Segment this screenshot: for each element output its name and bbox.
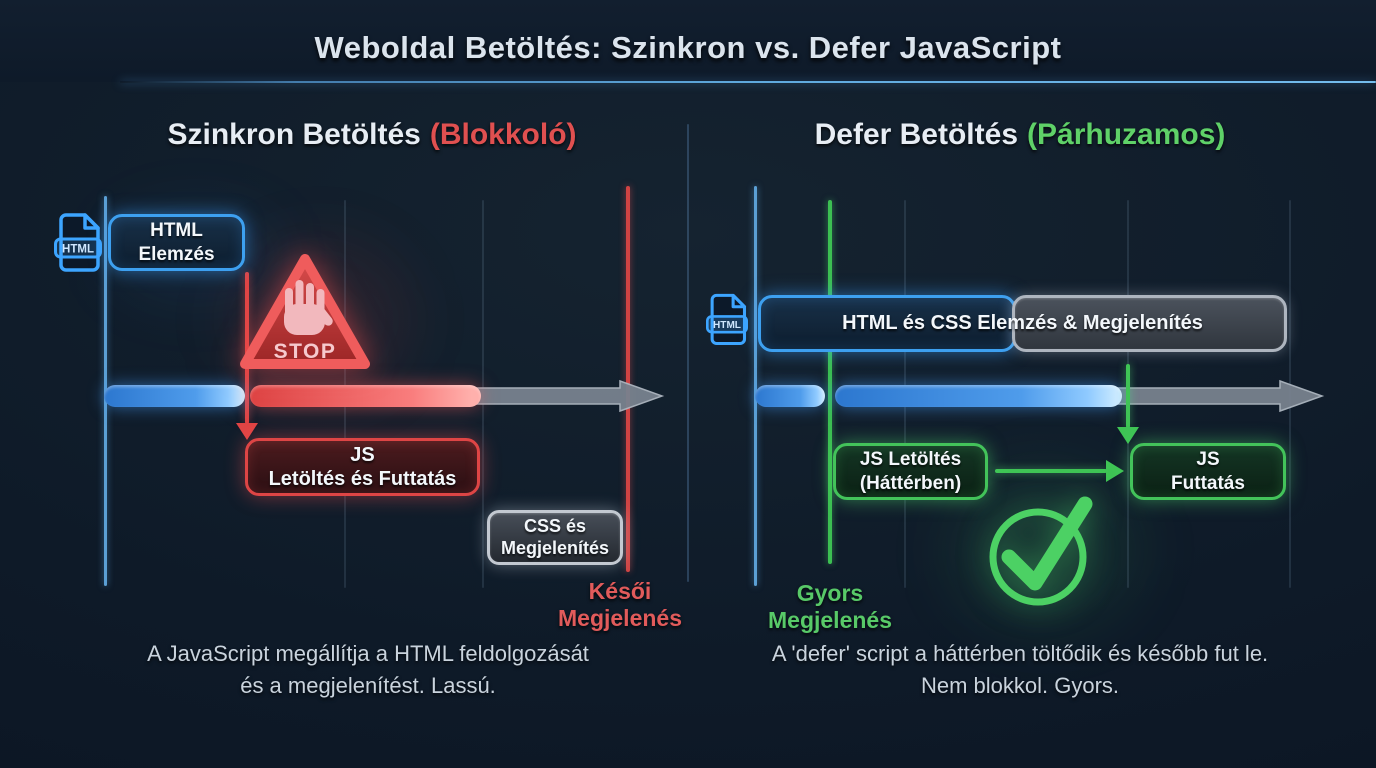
fast-render-marker-line [828, 200, 832, 564]
late-render-line2: Megjelenés [558, 605, 682, 632]
right-caption-line1: A 'defer' script a háttérben töltődik és… [771, 641, 1269, 666]
right-heading-tag: (Párhuzamos) [1027, 118, 1226, 151]
center-divider-line [687, 124, 689, 582]
html-css-parse-box-gray [1012, 295, 1287, 352]
gray-arrow-icon [467, 379, 665, 413]
js-bg-line1: JS Letöltés [859, 449, 962, 471]
check-circle-icon [989, 496, 1093, 606]
stop-hand-icon: STOP [240, 254, 370, 369]
title-divider [120, 81, 1376, 83]
right-column-heading: Defer Betöltés(Párhuzamos) [700, 118, 1340, 152]
html-css-parse-box-blue [758, 295, 1016, 352]
css-render-box: CSS és Megjelenítés [487, 510, 623, 565]
stop-label: STOP [274, 340, 337, 363]
html-parse-line2: Elemzés [138, 243, 215, 265]
html-css-parse-text: HTML és CSS Elemzés & Megjelenítés [842, 312, 1203, 334]
left-caption-line2: és a megjelenítést. Lassú. [240, 672, 496, 698]
html-parse-line1: HTML [150, 220, 203, 242]
hand-icon [284, 280, 333, 335]
left-caption: A JavaScript megállítja a HTML feldolgoz… [68, 638, 668, 702]
blocking-arrow-head [236, 423, 258, 440]
html-file-icon-label: HTML [713, 320, 741, 331]
js-bg-line2: (Háttérben) [859, 472, 962, 494]
left-heading-text: Szinkron Betöltés [167, 118, 421, 151]
js-box-line2: Letöltés és Futtatás [268, 468, 457, 490]
download-to-run-arrow-head [1106, 460, 1124, 482]
js-download-run-box: JS Letöltés és Futtatás [245, 438, 480, 496]
left-heading-tag: (Blokkoló) [429, 118, 577, 151]
left-column-heading: Szinkron Betöltés(Blokkoló) [52, 118, 692, 152]
html-progress-pill-long [835, 385, 1122, 407]
right-caption: A 'defer' script a háttérben töltődik és… [710, 638, 1330, 702]
js-background-download-box: JS Letöltés (Háttérben) [833, 443, 988, 500]
defer-run-arrow-head [1117, 427, 1139, 444]
late-render-label: Késői Megjelenés [540, 578, 700, 632]
fast-render-line1: Gyors [796, 580, 864, 606]
html-file-icon-label: HTML [62, 244, 94, 256]
fast-render-label: Gyors Megjelenés [750, 580, 910, 634]
html-progress-pill [104, 385, 245, 407]
html-parse-box: HTML Elemzés [108, 214, 245, 271]
right-heading-text: Defer Betöltés [814, 118, 1019, 151]
html-file-icon: HTML [706, 293, 748, 346]
header-band [0, 0, 1376, 82]
late-render-marker-line [626, 186, 630, 572]
css-box-line2: Megjelenítés [500, 537, 610, 558]
html-css-parse-label: HTML és CSS Elemzés & Megjelenítés [770, 295, 1275, 352]
js-blocking-progress-pill [250, 385, 481, 407]
late-render-line1: Késői [588, 578, 652, 604]
fast-render-line2: Megjelenés [768, 607, 892, 634]
left-caption-line1: A JavaScript megállítja a HTML feldolgoz… [147, 641, 589, 666]
right-caption-line2: Nem blokkol. Gyors. [920, 672, 1120, 698]
js-run-box: JS Futtatás [1130, 443, 1286, 500]
css-box-line1: CSS és [523, 515, 587, 536]
right-timeline-start-line [754, 186, 757, 586]
blocking-arrow-line [245, 272, 249, 424]
page-title: Weboldal Betöltés: Szinkron vs. Defer Ja… [314, 30, 1062, 65]
js-run-line1: JS [1196, 449, 1220, 471]
html-progress-pill-short [755, 385, 825, 407]
download-to-run-arrow-line [995, 469, 1107, 473]
html-file-icon: HTML [54, 213, 102, 272]
js-run-line2: Futtatás [1171, 472, 1245, 494]
js-box-line1: JS [350, 443, 375, 466]
defer-run-arrow-line [1126, 364, 1130, 428]
